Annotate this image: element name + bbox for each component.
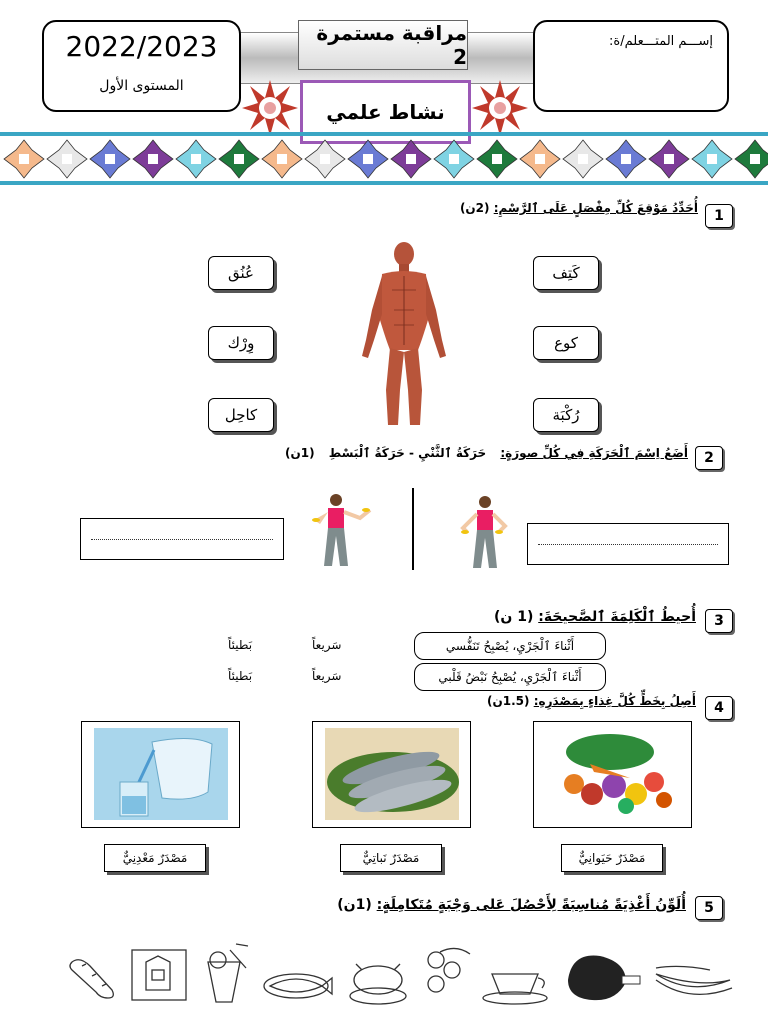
q3-option-slow-2[interactable]: بَطيئاً xyxy=(228,669,253,683)
exam-title: مراقبة مستمرة 2 xyxy=(316,21,467,69)
source-animal[interactable]: مَصْدَرٌ حَيَوانِيٌّ xyxy=(561,844,663,872)
joint-label-neck[interactable]: عُنُق xyxy=(208,256,274,290)
ornament-center xyxy=(406,154,416,164)
fish-plate-icon xyxy=(263,973,333,999)
q4-text: أَصِلُ بِخَطٍّ كُلَّ غِذاءٍ بِمَصْدَرِهِ… xyxy=(533,694,696,708)
vegetables-icon xyxy=(564,734,672,814)
cherries-icon xyxy=(427,947,471,993)
student-name-label: إســـم المتـــعلم/ة: xyxy=(609,34,713,49)
q5-instruction: أُلَوِّنُ أَغْذِيَةً مُناسِبَةً لِأَحْصُ… xyxy=(337,897,686,913)
q2-number: 2 xyxy=(695,446,723,470)
q1-instruction: أُحَدِّدُ مَوْقِعَ كُلِّ مِفْصَلٍ عَلَى … xyxy=(460,201,698,215)
joint-label-knee[interactable]: رُكْبَة xyxy=(533,398,599,432)
joint-label-elbow[interactable]: كوع xyxy=(533,326,599,360)
q3-option-fast-2[interactable]: سَريعاً xyxy=(312,669,342,683)
ornament-line-top xyxy=(0,132,768,136)
q2-options: حَرَكَةُ ٱلثَّنْيِ - حَرَكَةُ ٱلْبَسْطِ xyxy=(328,446,487,460)
q2-answer-left[interactable] xyxy=(80,518,284,560)
fish-icon xyxy=(325,728,459,820)
human-muscle-figure xyxy=(362,242,446,425)
roast-chicken-icon xyxy=(349,963,407,1005)
q2-answer-right[interactable] xyxy=(527,523,729,565)
q5-number: 5 xyxy=(695,896,723,920)
q3-option-fast-1[interactable]: سَريعاً xyxy=(312,638,342,652)
ornament-center xyxy=(234,154,244,164)
photo-vegetables xyxy=(533,721,692,828)
star-ornament-left xyxy=(242,80,298,136)
ornament-center xyxy=(105,154,115,164)
ornament-center xyxy=(62,154,72,164)
bread-icon xyxy=(69,959,114,999)
joint-label-ankle[interactable]: كاحِل xyxy=(208,398,274,432)
ornament-center xyxy=(535,154,545,164)
ornament-center xyxy=(191,154,201,164)
q5-score: (1ن) xyxy=(337,897,372,913)
q3-text: أُحيطُ ٱلْكَلِمَةَ ٱلصَّحيحَةَ: xyxy=(538,609,696,625)
ornament-center xyxy=(148,154,158,164)
joint-label-hip[interactable]: وِرْك xyxy=(208,326,274,360)
ornament-center xyxy=(578,154,588,164)
student-name-box[interactable]: إســـم المتـــعلم/ة: xyxy=(533,20,729,112)
q1-number: 1 xyxy=(705,204,733,228)
ornament-center xyxy=(277,154,287,164)
q2-text: أَضَعُ اِسْمَ ٱلْحَرَكَةِ فِي كُلِّ صورَ… xyxy=(500,446,688,460)
q3-sentence-1: أَثْناءَ ٱلْجَرْيِ، يُصْبِحُ تَنَفُّسي xyxy=(414,632,606,660)
bananas-icon xyxy=(655,965,733,996)
q3-number: 3 xyxy=(705,609,733,633)
exam-title-box: مراقبة مستمرة 2 xyxy=(298,20,468,70)
water-jug-icon xyxy=(94,728,228,820)
school-year: 2022/2023 xyxy=(65,30,218,63)
ornament-line-bottom xyxy=(0,181,768,185)
milk-carton-icon xyxy=(131,949,187,1001)
q3-option-slow-1[interactable]: بَطيئاً xyxy=(228,638,253,652)
q3-instruction: أُحيطُ ٱلْكَلِمَةَ ٱلصَّحيحَةَ: (1 ن) xyxy=(494,609,696,625)
q2-instruction: أَضَعُ اِسْمَ ٱلْحَرَكَةِ فِي كُلِّ صورَ… xyxy=(285,446,688,460)
ornament-center xyxy=(449,154,459,164)
year-box: 2022/2023 المستوى الأول xyxy=(42,20,241,112)
food-coloring-row xyxy=(69,943,733,1005)
juice-glass-icon xyxy=(207,943,249,1003)
ornament-center xyxy=(750,154,760,164)
q4-number: 4 xyxy=(705,696,733,720)
ornament-center xyxy=(320,154,330,164)
q4-score: (1.5ن) xyxy=(487,694,530,708)
exercise-image-right xyxy=(460,496,508,568)
ornament-center xyxy=(492,154,502,164)
ornament-center xyxy=(621,154,631,164)
tea-cup-icon xyxy=(482,973,548,1005)
q2-score: (1ن) xyxy=(285,446,315,460)
ornament-center xyxy=(664,154,674,164)
level-label: المستوى الأول xyxy=(99,78,184,94)
meat-icon xyxy=(568,955,641,1001)
ornament-center xyxy=(707,154,717,164)
star-ornament-right xyxy=(472,80,528,136)
ornament-center xyxy=(19,154,29,164)
joint-label-shoulder[interactable]: كَتِف xyxy=(533,256,599,290)
q3-sentence-2: أَثْناءَ ٱلْجَرْيِ، يُصْبِحُ نَبْضُ قَلْ… xyxy=(414,663,606,691)
source-plant[interactable]: مَصْدَرٌ نَباتِيٌّ xyxy=(340,844,442,872)
source-mineral[interactable]: مَصْدَرٌ مَعْدِنِيٌّ xyxy=(104,844,206,872)
q4-instruction: أَصِلُ بِخَطٍّ كُلَّ غِذاءٍ بِمَصْدَرِهِ… xyxy=(487,694,696,708)
photo-water xyxy=(81,721,240,828)
exercise-image-left xyxy=(312,494,372,566)
ornament-center xyxy=(363,154,373,164)
ornament-band xyxy=(3,139,768,179)
q1-text: أُحَدِّدُ مَوْقِعَ كُلِّ مِفْصَلٍ عَلَى … xyxy=(493,201,698,215)
q1-score: (2ن) xyxy=(459,201,490,215)
q3-score: (1 ن) xyxy=(493,609,534,625)
q2-divider xyxy=(412,488,414,570)
photo-fish xyxy=(312,721,471,828)
q5-text: أُلَوِّنُ أَغْذِيَةً مُناسِبَةً لِأَحْصُ… xyxy=(376,897,686,913)
subject-title: نشاط علمي xyxy=(326,100,445,124)
